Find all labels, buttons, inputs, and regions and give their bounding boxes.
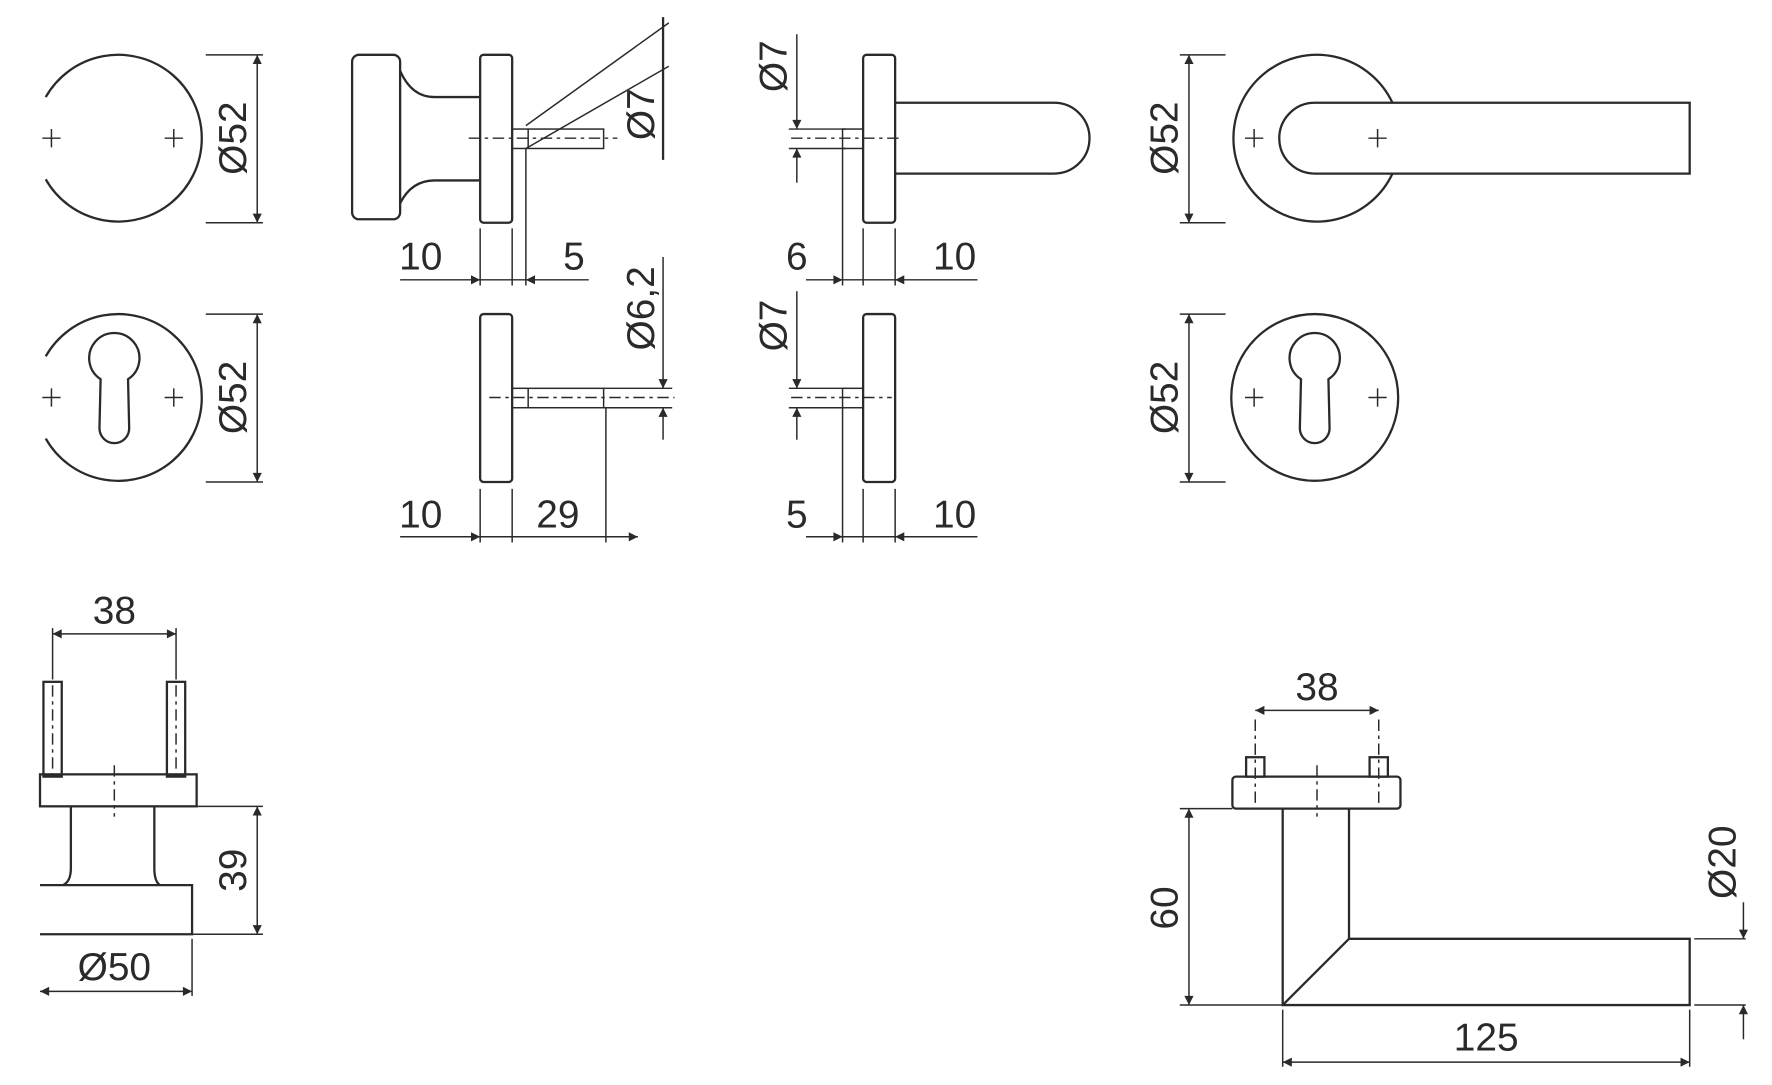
dim-escutcheon-front-diameter: Ø52	[1144, 361, 1187, 434]
dim-knob-projection: 39	[212, 849, 255, 892]
dim-escutcheon2-thickness: 10	[933, 494, 976, 537]
dim-escutcheon-pin-length: 29	[536, 494, 579, 537]
dim-escutcheon-diameter: Ø52	[212, 361, 255, 434]
dim-lever-rose-thickness: 10	[933, 236, 976, 279]
dim-lever-rose-diameter: Ø52	[1144, 102, 1187, 175]
lever-side-view: Ø7 6 10	[753, 34, 1091, 286]
dim-rose-diameter: Ø52	[212, 102, 255, 175]
knob-side-view: Ø7 10 5	[350, 17, 670, 286]
dim-knob-fixing-spacing: 38	[93, 590, 136, 633]
dim-escutcheon2-pin-offset: 5	[786, 494, 808, 537]
knob-mounting-view: 38 39 Ø50	[38, 590, 263, 996]
dim-lever-pin-diameter: Ø7	[753, 40, 796, 92]
dim-escutcheon2-pin-diameter: Ø7	[753, 300, 796, 352]
escutcheon-front-view: Ø52	[42, 312, 263, 483]
dim-knob-rose-thickness: 10	[399, 236, 442, 279]
dim-lever-bar-diameter: Ø20	[1701, 826, 1744, 899]
dim-lever-fixing-spacing: 38	[1295, 666, 1338, 709]
dim-knob-pin-offset: 5	[563, 236, 585, 279]
dim-escutcheon-thickness: 10	[399, 494, 442, 537]
escutcheon-front-view-right: Ø52	[1144, 312, 1400, 483]
dim-knob-diameter: Ø50	[78, 946, 151, 989]
escutcheon-side-view: Ø6,2 10 29	[399, 256, 675, 543]
dim-lever-pin-offset: 6	[786, 236, 808, 279]
dim-knob-pin-diameter: Ø7	[620, 88, 663, 140]
dim-escutcheon-pin-diameter: Ø6,2	[620, 266, 663, 350]
dim-lever-length: 125	[1454, 1017, 1519, 1060]
lever-mounting-view: 38 60 Ø20 125	[1144, 666, 1748, 1067]
round-rose-front-view: Ø52	[42, 53, 263, 224]
lever-front-view: Ø52	[1144, 53, 1691, 224]
dim-lever-projection: 60	[1144, 886, 1187, 929]
escutcheon-side-view-2: Ø7 5 10	[753, 291, 978, 543]
